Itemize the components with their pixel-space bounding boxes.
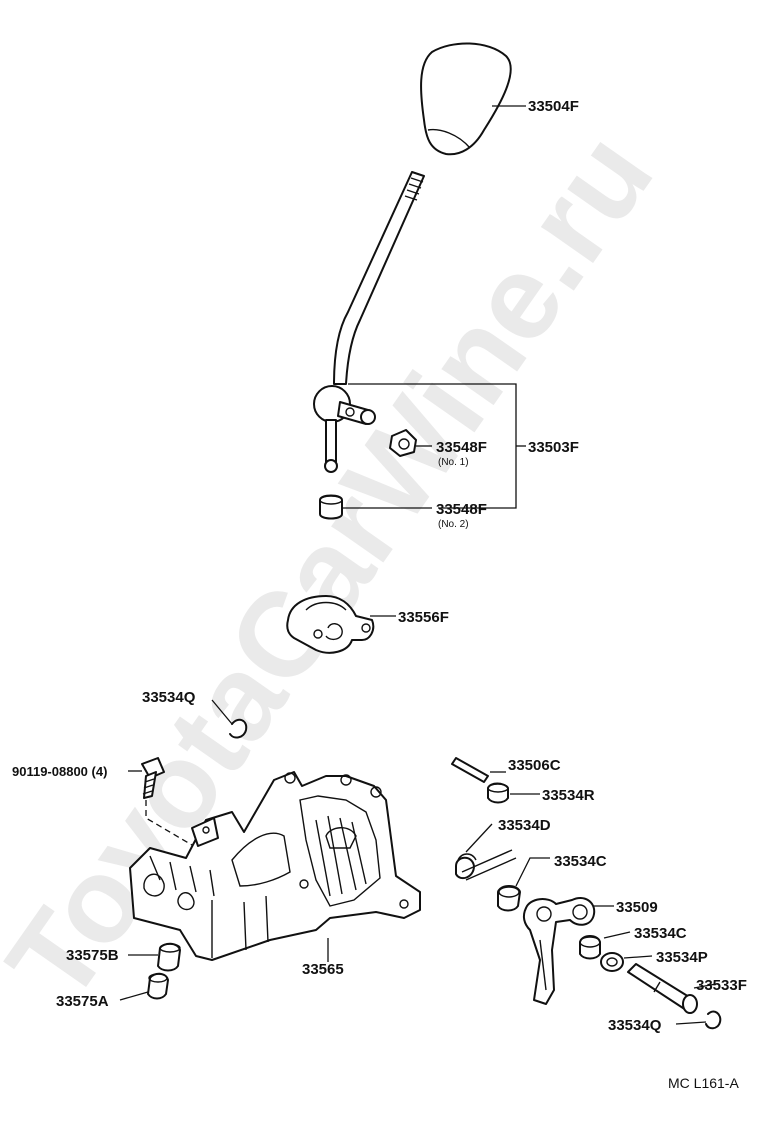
leader-bushing-c-lower xyxy=(603,931,631,939)
spring[interactable] xyxy=(455,849,517,881)
leader-washer xyxy=(623,955,653,959)
shift-knob[interactable] xyxy=(420,42,512,156)
bushing-r[interactable] xyxy=(487,782,509,804)
clip-lower[interactable] xyxy=(705,1010,722,1030)
pin[interactable] xyxy=(451,757,489,783)
leader-grommet-a xyxy=(119,991,149,1001)
bushing-c-upper[interactable] xyxy=(497,885,521,912)
leader-spring xyxy=(465,823,493,853)
label-bushing-no2: 33548F xyxy=(436,501,487,518)
leader-clip-lower xyxy=(675,1021,707,1025)
bushing-c-lower[interactable] xyxy=(579,935,601,960)
leader-clip-upper xyxy=(211,699,233,725)
label-bushing-no1: 33548F xyxy=(436,439,487,456)
lever-ball-joint[interactable] xyxy=(313,385,376,473)
label-washer: 33534P xyxy=(656,949,708,966)
label-housing: 33565 xyxy=(302,961,344,978)
grommet-a[interactable] xyxy=(147,972,169,1000)
label-spring: 33534D xyxy=(498,817,551,834)
label-knob: 33504F xyxy=(528,98,579,115)
bushing-no2[interactable] xyxy=(319,494,343,520)
label-bolt: 90119-08800 (4) xyxy=(12,764,107,779)
bolt[interactable] xyxy=(141,757,165,799)
label-shift-lever: 33509 xyxy=(616,899,658,916)
shaft[interactable] xyxy=(627,963,698,1014)
label-pin: 33506C xyxy=(508,757,561,774)
grommet-b[interactable] xyxy=(157,942,181,972)
label-shaft: 33533F xyxy=(696,977,747,994)
bolt-install-path xyxy=(145,800,215,859)
label-bushing-r: 33534R xyxy=(542,787,595,804)
label-lever-assy: 33503F xyxy=(528,439,579,456)
label-bushing-c-lower: 33534C xyxy=(634,925,687,942)
retainer[interactable] xyxy=(286,595,375,654)
washer[interactable] xyxy=(600,952,624,972)
note-bushing-no2: (No. 2) xyxy=(438,519,469,530)
label-clip-lower: 33534Q xyxy=(608,1017,662,1034)
shift-housing[interactable] xyxy=(129,771,421,961)
shift-lever-rod[interactable] xyxy=(333,171,425,385)
label-grommet-b: 33575B xyxy=(66,947,119,964)
label-clip-upper: 33534Q xyxy=(142,689,196,706)
label-bushing-c-upper: 33534C xyxy=(554,853,607,870)
clip-upper[interactable] xyxy=(229,718,248,739)
label-grommet-a: 33575A xyxy=(56,993,109,1010)
diagram-code: MC L161-A xyxy=(668,1075,739,1091)
label-retainer: 33556F xyxy=(398,609,449,626)
leader-bushing-c-upper xyxy=(515,857,550,887)
shift-lever[interactable] xyxy=(522,896,596,1005)
leader-shaft xyxy=(693,983,717,989)
note-bushing-no1: (No. 1) xyxy=(438,457,469,468)
bushing-no1[interactable] xyxy=(389,429,417,457)
